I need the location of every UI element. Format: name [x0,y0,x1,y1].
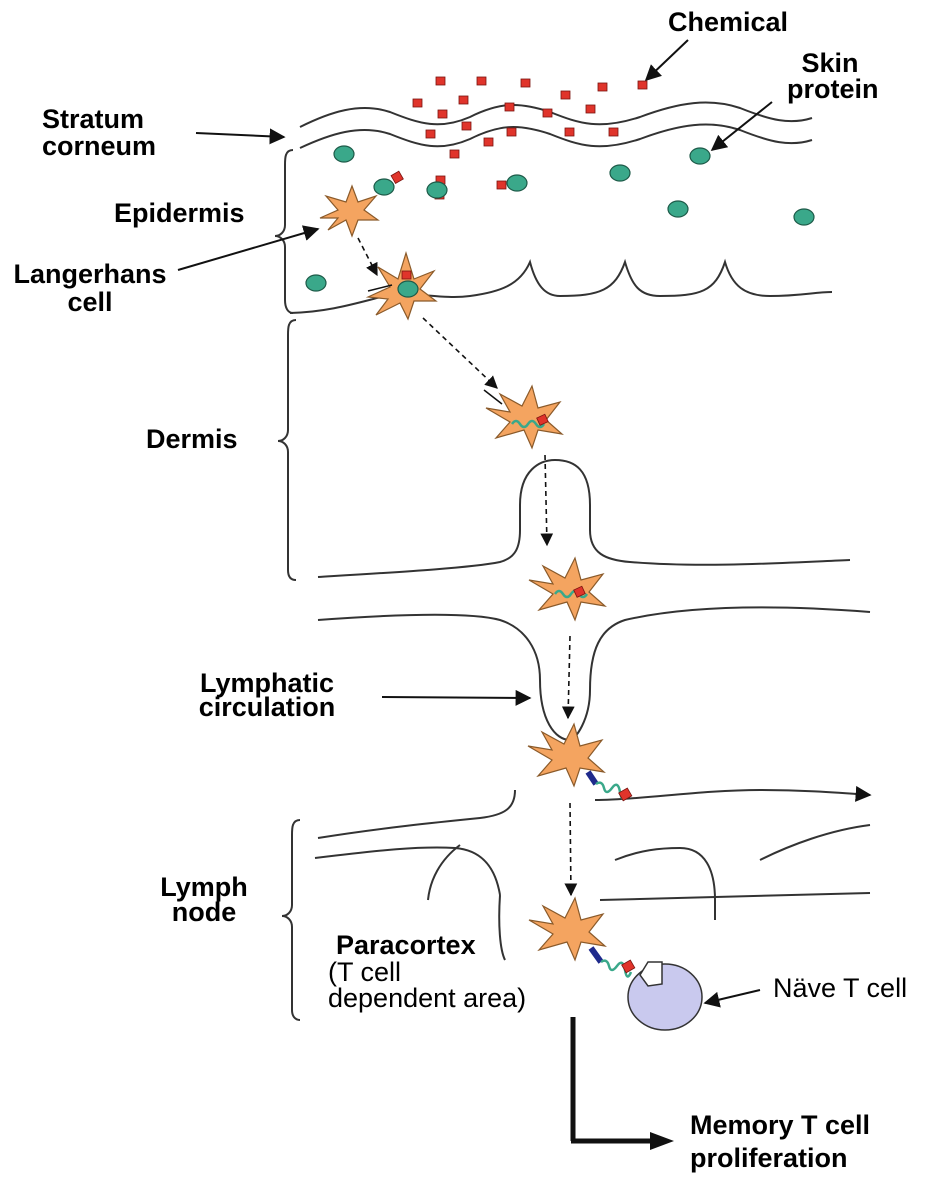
langerhans-cell-3 [484,386,562,448]
epidermis-label: Epidermis [114,201,245,225]
skin-protein-label-line1: Skin [787,51,873,75]
chemical-label: Chemical [668,10,788,34]
paracortex-label: Paracortex [336,933,476,957]
lymph-node-label-line2: node [145,900,263,924]
naive-t-cell-arrow [705,990,760,1003]
langerhans-cell-label-line1: Langerhans [5,262,175,286]
lymphatic-arrow [382,697,530,698]
epidermis-bracket [275,150,293,313]
langerhans-cell-5 [528,724,632,801]
stratum-corneum-layer [300,102,812,148]
stratum-corneum-label-line1: Stratum [42,107,144,131]
lymphatic-circulation-label-line2: circulation [182,695,352,719]
langerhans-arrow [178,229,318,270]
skin-protein-label-line2: protein [787,77,873,101]
dermis-bracket [278,320,296,580]
stratum-arrow [196,133,284,137]
layer-brackets [275,150,300,1020]
chemical-arrow [646,40,688,80]
langerhans-cell-2 [368,253,436,319]
naive-t-cell-label: Näve T cell [773,975,907,1001]
paracortex-sublabel-line1: (T cell [328,959,401,985]
langerhans-cell-1 [320,186,378,236]
memory-t-cell-label-line1: Memory T cell [690,1113,870,1137]
epidermis-basal-layer [290,262,832,313]
label-arrows [178,40,772,1003]
paracortex-sublabel-line2: dependent area) [328,985,526,1011]
langerhans-cell-6 [529,898,635,977]
langerhans-cell-label-line2: cell [5,290,175,314]
naive-t-cell [628,962,702,1030]
chemical-molecules [413,77,647,199]
chemical-on-protein [391,171,403,183]
stratum-corneum-label-line2: corneum [42,134,156,158]
memory-arrow [571,1017,674,1150]
dermis-label: Dermis [146,427,238,451]
langerhans-cell-4 [529,558,605,620]
memory-t-cell-label-line2: proliferation [690,1146,848,1170]
lymph-node-bracket [282,820,300,1020]
lymph-node-label-line1: Lymph [145,875,263,899]
